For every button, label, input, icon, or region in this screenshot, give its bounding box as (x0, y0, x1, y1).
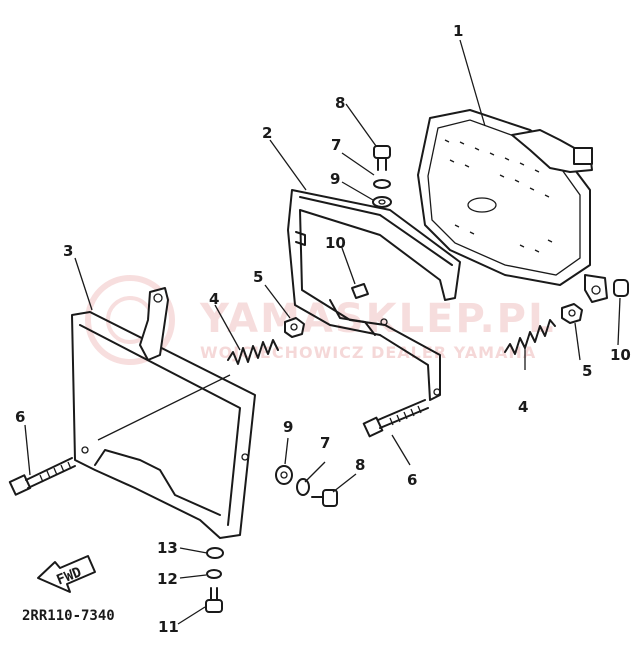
screw-11 (205, 587, 223, 613)
callout-9-lower: 9 (283, 418, 293, 436)
callout-10-right: 10 (610, 346, 631, 364)
callout-8-lower: 8 (355, 456, 365, 474)
callout-1: 1 (453, 22, 463, 40)
leader-lines (24, 39, 621, 625)
adjusting-spring-right (504, 319, 556, 355)
grommet-upper (351, 283, 369, 299)
callout-labels: 1 2 3 4 4 5 5 6 6 7 7 8 8 9 9 10 10 11 1… (15, 22, 631, 636)
callout-6-right: 6 (407, 471, 417, 489)
callout-9-upper: 9 (330, 170, 340, 188)
callout-3: 3 (63, 242, 73, 260)
washer-12 (206, 569, 222, 579)
bolt-right (362, 399, 429, 438)
flat-washer-lower (275, 465, 293, 485)
callout-6-left: 6 (15, 408, 25, 426)
lock-washer-upper (373, 179, 391, 189)
callout-8-upper: 8 (335, 94, 345, 112)
callout-5-right: 5 (582, 362, 592, 380)
headlight-rim (71, 287, 256, 539)
callout-13: 13 (157, 539, 178, 557)
callout-7-upper: 7 (331, 136, 341, 154)
screw-upper (373, 145, 391, 171)
grommet-right (613, 279, 629, 297)
watermark-sub: WOJCIECHOWICZ DEALER YAMAHA (200, 343, 536, 362)
callout-10-upper: 10 (325, 234, 346, 252)
flat-washer-upper (372, 196, 392, 208)
nut-left (284, 317, 305, 338)
screw-lower (311, 489, 338, 507)
callout-5-left: 5 (253, 268, 263, 286)
callout-2: 2 (262, 124, 272, 142)
washer-13 (206, 547, 224, 559)
callout-11: 11 (158, 618, 179, 636)
callout-7-lower: 7 (320, 434, 330, 452)
adjusting-spring-left (227, 339, 279, 365)
headlight-unit (417, 109, 608, 303)
nut-right (561, 303, 583, 324)
bolt-left (8, 457, 76, 496)
watermark-logo-icon (85, 275, 175, 365)
drawing-code: 2RR110-7340 (22, 608, 115, 624)
callout-12: 12 (157, 570, 178, 588)
headlight-bracket (287, 189, 461, 401)
fwd-arrow: FWD (37, 555, 96, 593)
callout-4-left: 4 (209, 290, 219, 308)
callout-4-right: 4 (518, 398, 528, 416)
lock-washer-lower (296, 478, 310, 496)
